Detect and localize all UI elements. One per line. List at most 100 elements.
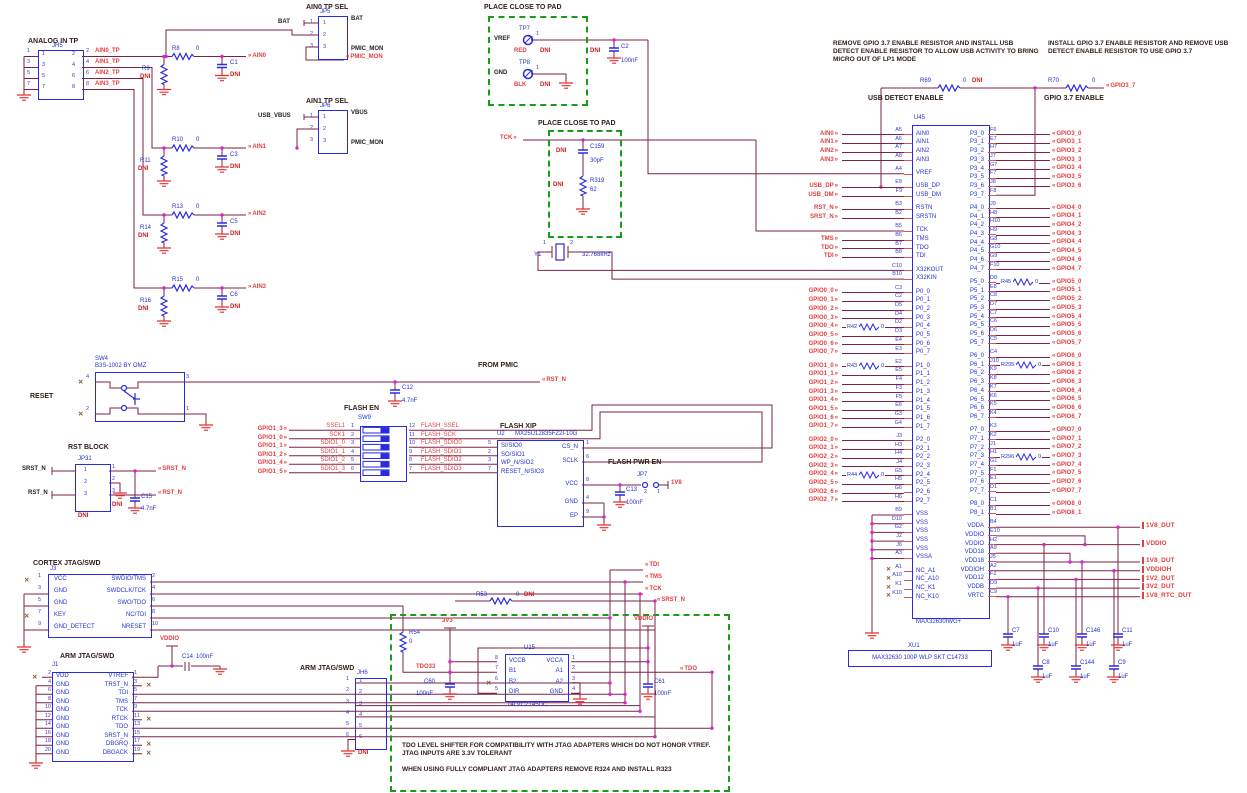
net-1v8-rtc-dut: 1V8_RTC_DUT bbox=[1142, 591, 1192, 599]
net-vddio-shifter: VDDIO bbox=[634, 616, 654, 622]
u45-pin-name: P0_3 bbox=[916, 314, 931, 321]
u45-pin-name: P0_1 bbox=[916, 297, 931, 304]
tdo-level-shifter-box bbox=[390, 614, 730, 792]
u2-left-row: 3 WP_N/SIO2 bbox=[0, 457, 600, 469]
wire-segment bbox=[842, 239, 904, 241]
u45-left-ext-signal: GPIO2_6 bbox=[790, 489, 838, 495]
u45-pin-row: USB_DP E9 USB_DP bbox=[790, 179, 980, 192]
jp5-box bbox=[318, 16, 348, 60]
j1-left-name: GND bbox=[56, 707, 70, 713]
u45-pin-name: P6_4 bbox=[969, 387, 984, 394]
pin-stub bbox=[904, 492, 912, 494]
u45-pin-row: P5_0 D8 GPIO5_0 bbox=[930, 275, 1160, 287]
u45-pin-row: P5_5 C6 GPIO5_5 bbox=[930, 318, 1160, 331]
jh6-dni: DNI bbox=[358, 750, 369, 756]
u45-ball-number: B3 bbox=[895, 201, 902, 208]
u45-pin-row: VDDIOH A2 bbox=[930, 563, 1160, 575]
resistor-icon bbox=[859, 323, 880, 331]
u45-left-ext-signal: AIN2 bbox=[790, 148, 838, 154]
u15-right-name: A1 bbox=[555, 668, 563, 674]
pin-stub bbox=[988, 308, 996, 310]
jp6-refdes: JP6 bbox=[320, 103, 331, 109]
c146-refdes: C146 bbox=[1086, 628, 1101, 634]
u45-left-ext-signal: GPIO2_4 bbox=[790, 471, 838, 477]
u45-pin-name: P3_6 bbox=[969, 182, 984, 189]
u45-pin-row: VDDIO H2 bbox=[930, 537, 1160, 549]
u15-left-pin: 7 bbox=[495, 665, 499, 671]
r8-refdes: R8 bbox=[172, 46, 180, 52]
note-tdo-shifter: TDO LEVEL SHIFTER FOR COMPATIBILITY WITH… bbox=[402, 742, 711, 758]
u2-left-name: SI/SIO0 bbox=[501, 443, 523, 450]
pin-stub bbox=[988, 334, 996, 336]
u45-pin-name: TDO bbox=[916, 244, 929, 251]
u45-ball-number: B1 bbox=[990, 505, 997, 512]
c8-value: 1uF bbox=[1042, 674, 1053, 680]
wire-segment bbox=[996, 400, 1050, 402]
r319-refdes: R319 bbox=[590, 178, 605, 184]
u45-pin-name: VDD18 bbox=[964, 549, 984, 556]
u45-pin-name: P1_2 bbox=[916, 380, 931, 387]
u45-left-ext-signal: GPIO1_3 bbox=[790, 389, 838, 395]
u45-left-ext-signal: GPIO2_2 bbox=[790, 454, 838, 460]
u45-right-pins: P3_0 F6 GPIO3_0 P3_1 E7 GPIO3_1 P3_2 H7 … bbox=[930, 127, 1160, 605]
r319-value: 62 bbox=[590, 187, 597, 193]
u2-left-row: 2 SO/SIO1 bbox=[0, 449, 600, 461]
c9-refdes: C9 bbox=[1118, 660, 1126, 666]
tp8-refdes: TP8 bbox=[519, 60, 531, 66]
u45-right-ext-signal: GPIO3_3 bbox=[1052, 157, 1081, 163]
c15-dni: DNI bbox=[112, 502, 123, 508]
j1-right-pin: 15 bbox=[134, 729, 141, 736]
tp7-refdes: TP7 bbox=[519, 26, 531, 32]
wire-segment bbox=[996, 374, 1050, 375]
u45-right-ext-signal: GPIO6_4 bbox=[1052, 388, 1081, 394]
u45-ball-number: G3 bbox=[894, 410, 902, 417]
u45-ball-number: D4 bbox=[894, 310, 902, 317]
c7-refdes: C7 bbox=[1012, 628, 1020, 634]
title-place-close-1: PLACE CLOSE TO PAD bbox=[484, 4, 562, 11]
u45-pin-name: P7_3 bbox=[969, 453, 984, 460]
u45-pin-name: NC_A1 bbox=[916, 567, 936, 574]
u45-pin-row: P4_5 G10 GPIO4_5 bbox=[930, 244, 1160, 257]
sw9-ext-signal: GPIO1_3 bbox=[243, 426, 287, 432]
u45-right-ext-signal: GPIO4_4 bbox=[1052, 239, 1081, 245]
wire-segment bbox=[842, 208, 904, 210]
u45-pin-name: TMS bbox=[916, 236, 929, 243]
u45-pin-name: VDD18 bbox=[964, 557, 984, 564]
xu1-refdes: XU1 bbox=[908, 643, 920, 649]
u45-ball-number: B8 bbox=[895, 249, 902, 256]
u45-left-group: B5 TCK TMS B6 TMS TDO B7 TDO TDI bbox=[790, 223, 980, 262]
u45-right-group: VDDA B4 VDDIO E10 VDDIO H2 VDD18 bbox=[930, 519, 1160, 600]
u45-left-ext-signal: GPIO2_5 bbox=[790, 480, 838, 486]
wire-segment bbox=[996, 439, 1050, 441]
u45-pin-name: NC_A10 bbox=[916, 576, 939, 583]
pin-stub bbox=[988, 365, 996, 367]
u45-right-ext-signal: GPIO7_6 bbox=[1052, 479, 1081, 485]
r9-refdes: R9 bbox=[142, 66, 150, 72]
nc-x-icon: ✕ bbox=[886, 576, 892, 583]
wire-segment bbox=[842, 466, 904, 468]
pin-stub bbox=[988, 269, 996, 271]
net-vddio: VDDIO bbox=[1142, 539, 1167, 547]
wire-segment bbox=[842, 427, 904, 429]
u45-pin-name: X32KIN bbox=[916, 275, 937, 282]
pin-stub bbox=[904, 278, 912, 280]
u45-pin-row: VDDA B4 bbox=[930, 519, 1160, 531]
c60-value: 100nF bbox=[416, 691, 434, 697]
j1-left-pin: 8 bbox=[47, 695, 51, 702]
jh5-row: 3 3 4 4 AIN1_TP bbox=[0, 59, 140, 73]
pin-stub bbox=[988, 570, 996, 572]
j1-nc-icon: ✕ bbox=[146, 749, 152, 757]
wire-segment bbox=[996, 169, 1050, 171]
u45-pin-name: P6_6 bbox=[969, 405, 984, 412]
wire-segment bbox=[996, 308, 1050, 310]
r14-dni: DNI bbox=[138, 233, 149, 239]
u45-pin-row: P3_0 F6 GPIO3_0 bbox=[930, 127, 1160, 139]
sw9-rows: GPIO1_3 SSEL1 1 12 FLASH_SSEL GPIO1_0 SC… bbox=[243, 423, 483, 477]
c5-refdes: C5 bbox=[230, 219, 238, 225]
u45-pin-name: P3_7 bbox=[969, 191, 984, 198]
title-arm-jtag: ARM JTAG/SWD bbox=[60, 653, 115, 660]
u45-left-group: ✕ A1 NC_A1 ✕ A10 NC_A10 ✕ K1 NC_K1 bbox=[790, 564, 980, 602]
label-gpio37-enable: GPIO 3.7 ENABLE bbox=[1044, 95, 1104, 102]
u45-left-ext-signal: TDO bbox=[790, 245, 838, 251]
u45-left-ext-signal: AIN1 bbox=[790, 139, 838, 145]
